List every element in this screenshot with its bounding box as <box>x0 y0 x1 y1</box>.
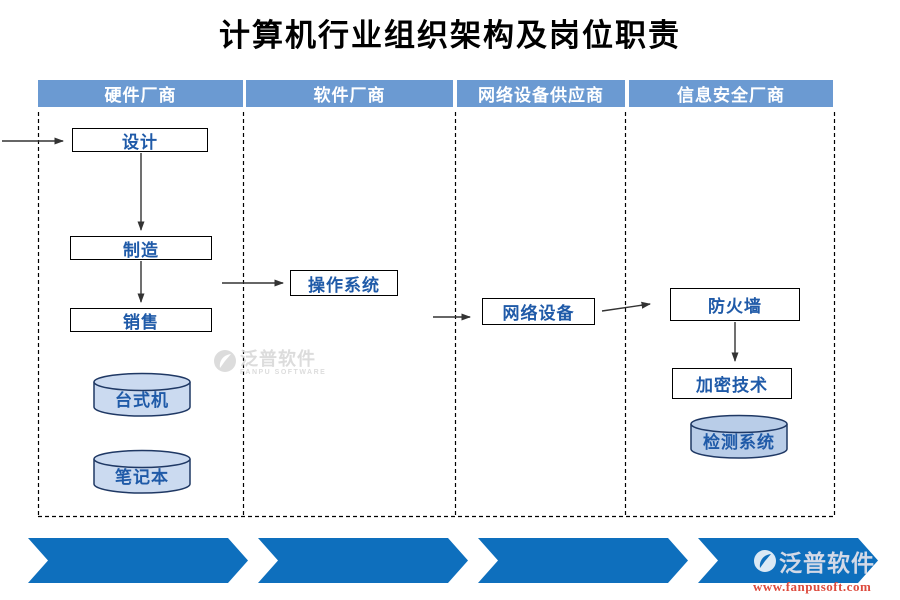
watermark-text: 泛普软件 <box>240 349 316 369</box>
cylinder-desktop-label: 台式机 <box>115 391 169 410</box>
cylinder-shape <box>93 372 191 417</box>
node-encryption: 加密技术 <box>672 368 792 399</box>
node-design: 设计 <box>72 128 208 152</box>
cylinder-shape <box>93 449 191 494</box>
cylinder-laptop: 笔记本 <box>93 449 191 494</box>
cylinder-laptop-label: 笔记本 <box>115 468 169 487</box>
dashed-column-borders <box>37 112 836 518</box>
footer-logo-text: 泛普软件 <box>779 551 875 576</box>
node-firewall: 防火墙 <box>670 288 800 321</box>
cylinder-shape <box>690 414 788 459</box>
cylinder-desktop: 台式机 <box>93 372 191 417</box>
flow-arrows <box>2 137 739 362</box>
cylinder-detection-system: 检测系统 <box>690 414 788 459</box>
node-operating-system: 操作系统 <box>290 270 398 296</box>
watermark-logo-icon <box>214 350 236 372</box>
column-header-security: 信息安全厂商 <box>629 80 833 107</box>
node-network-equipment: 网络设备 <box>482 298 595 325</box>
watermark-subtext: FANPU SOFTWARE <box>240 369 327 376</box>
cylinder-detection-label: 检测系统 <box>703 433 775 452</box>
page-title: 计算机行业组织架构及岗位职责 <box>219 18 681 53</box>
column-header-network: 网络设备供应商 <box>457 80 625 107</box>
chevron-band <box>28 538 878 583</box>
footer-url: www.fanpusoft.com <box>753 579 872 594</box>
footer-brand: 泛普软件 www.fanpusoft.com <box>753 544 898 595</box>
column-header-hardware: 硬件厂商 <box>38 80 243 107</box>
watermark: 泛普软件 FANPU SOFTWARE <box>213 349 343 376</box>
footer-logo-icon <box>754 550 776 572</box>
column-header-software: 软件厂商 <box>246 80 453 107</box>
node-sales: 销售 <box>70 308 212 332</box>
node-manufacture: 制造 <box>70 236 212 260</box>
